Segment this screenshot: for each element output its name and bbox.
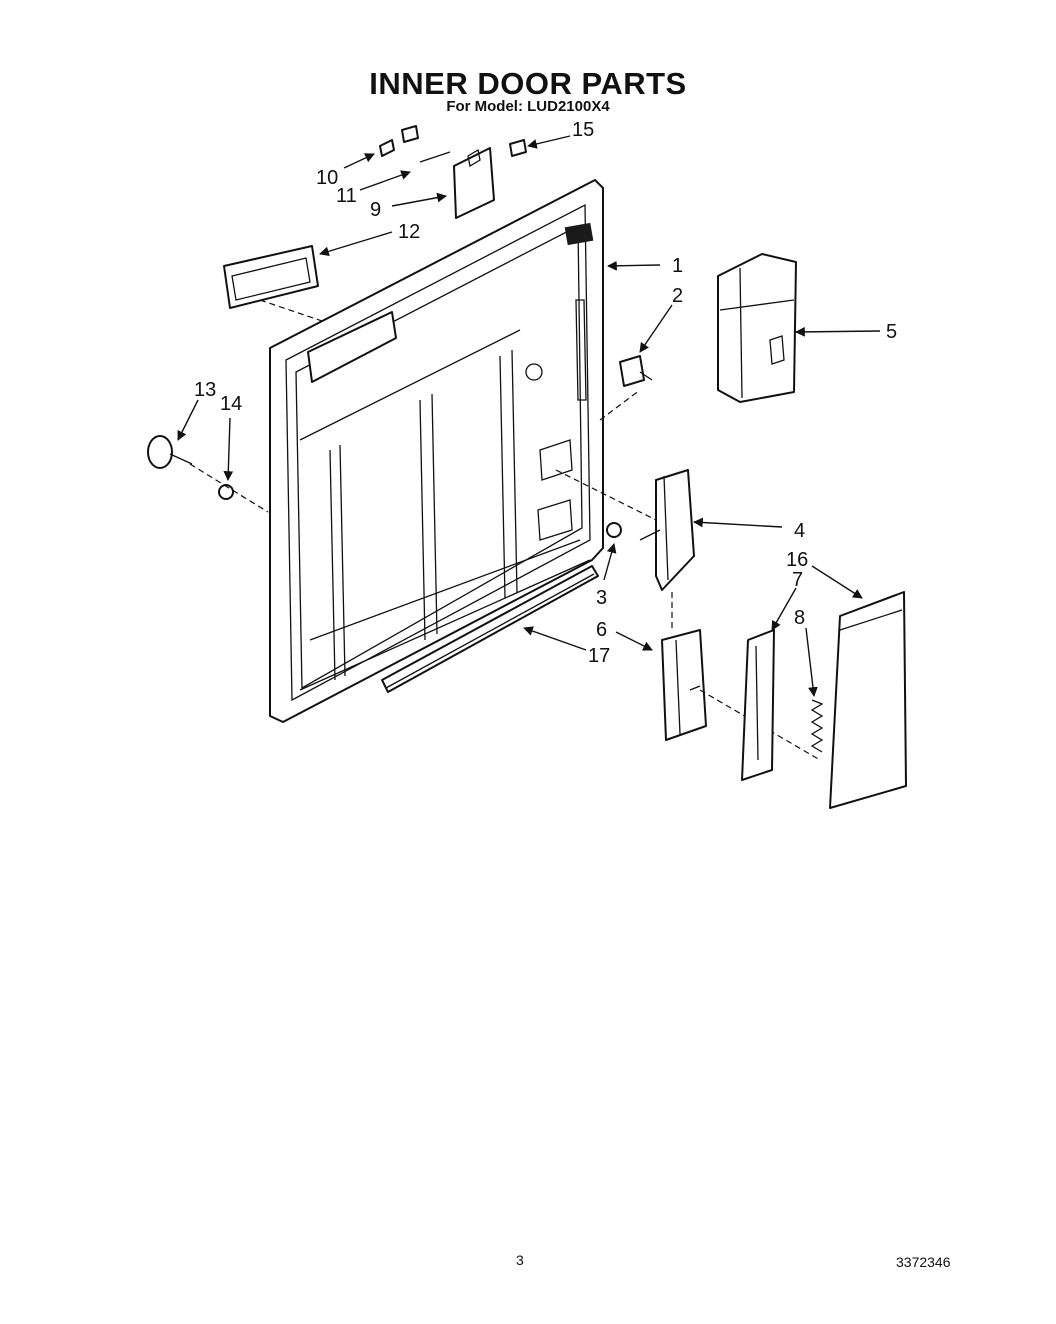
latch-clip: [599, 355, 653, 421]
door-nut: [606, 522, 622, 538]
leader-lines: [177, 135, 881, 697]
callout-10: 10: [316, 167, 338, 189]
switch-screw: [379, 125, 419, 157]
callout-9: 9: [370, 199, 381, 221]
callout-15: 15: [572, 119, 594, 141]
knob-washer: [189, 463, 269, 513]
callout-17: 17: [588, 645, 610, 667]
slider-bracket: [741, 629, 775, 781]
page-number: 3: [516, 1252, 524, 1268]
callout-14: 14: [220, 393, 242, 415]
latch-lever: [555, 469, 695, 630]
callout-7: 7: [792, 569, 803, 591]
switch-pin: [419, 151, 451, 163]
callout-4: 4: [794, 520, 805, 542]
model-subtitle: For Model: LUD2100X4: [446, 98, 610, 115]
latch-slider: [661, 629, 821, 761]
callout-2: 2: [672, 285, 683, 307]
callout-6: 6: [596, 619, 607, 641]
console-bracket: [223, 245, 326, 323]
latch-housing: [717, 253, 797, 403]
callout-11: 11: [336, 185, 357, 207]
latch-spring: [810, 699, 824, 753]
inner-door-panel: [269, 179, 604, 723]
callout-12: 12: [398, 221, 420, 243]
callout-16: 16: [786, 549, 808, 571]
door-knob: [147, 435, 193, 469]
callout-3: 3: [596, 587, 607, 609]
callout-13: 13: [194, 379, 216, 401]
callout-5: 5: [886, 321, 897, 343]
switch-cover: [453, 147, 495, 219]
top-screw: [509, 139, 527, 157]
side-cover-panel: [829, 591, 907, 809]
callout-1: 1: [672, 255, 683, 277]
document-number: 3372346: [896, 1254, 951, 1270]
page-title: INNER DOOR PARTS: [369, 66, 687, 101]
callout-8: 8: [794, 607, 805, 629]
bottom-strip: [381, 565, 599, 693]
